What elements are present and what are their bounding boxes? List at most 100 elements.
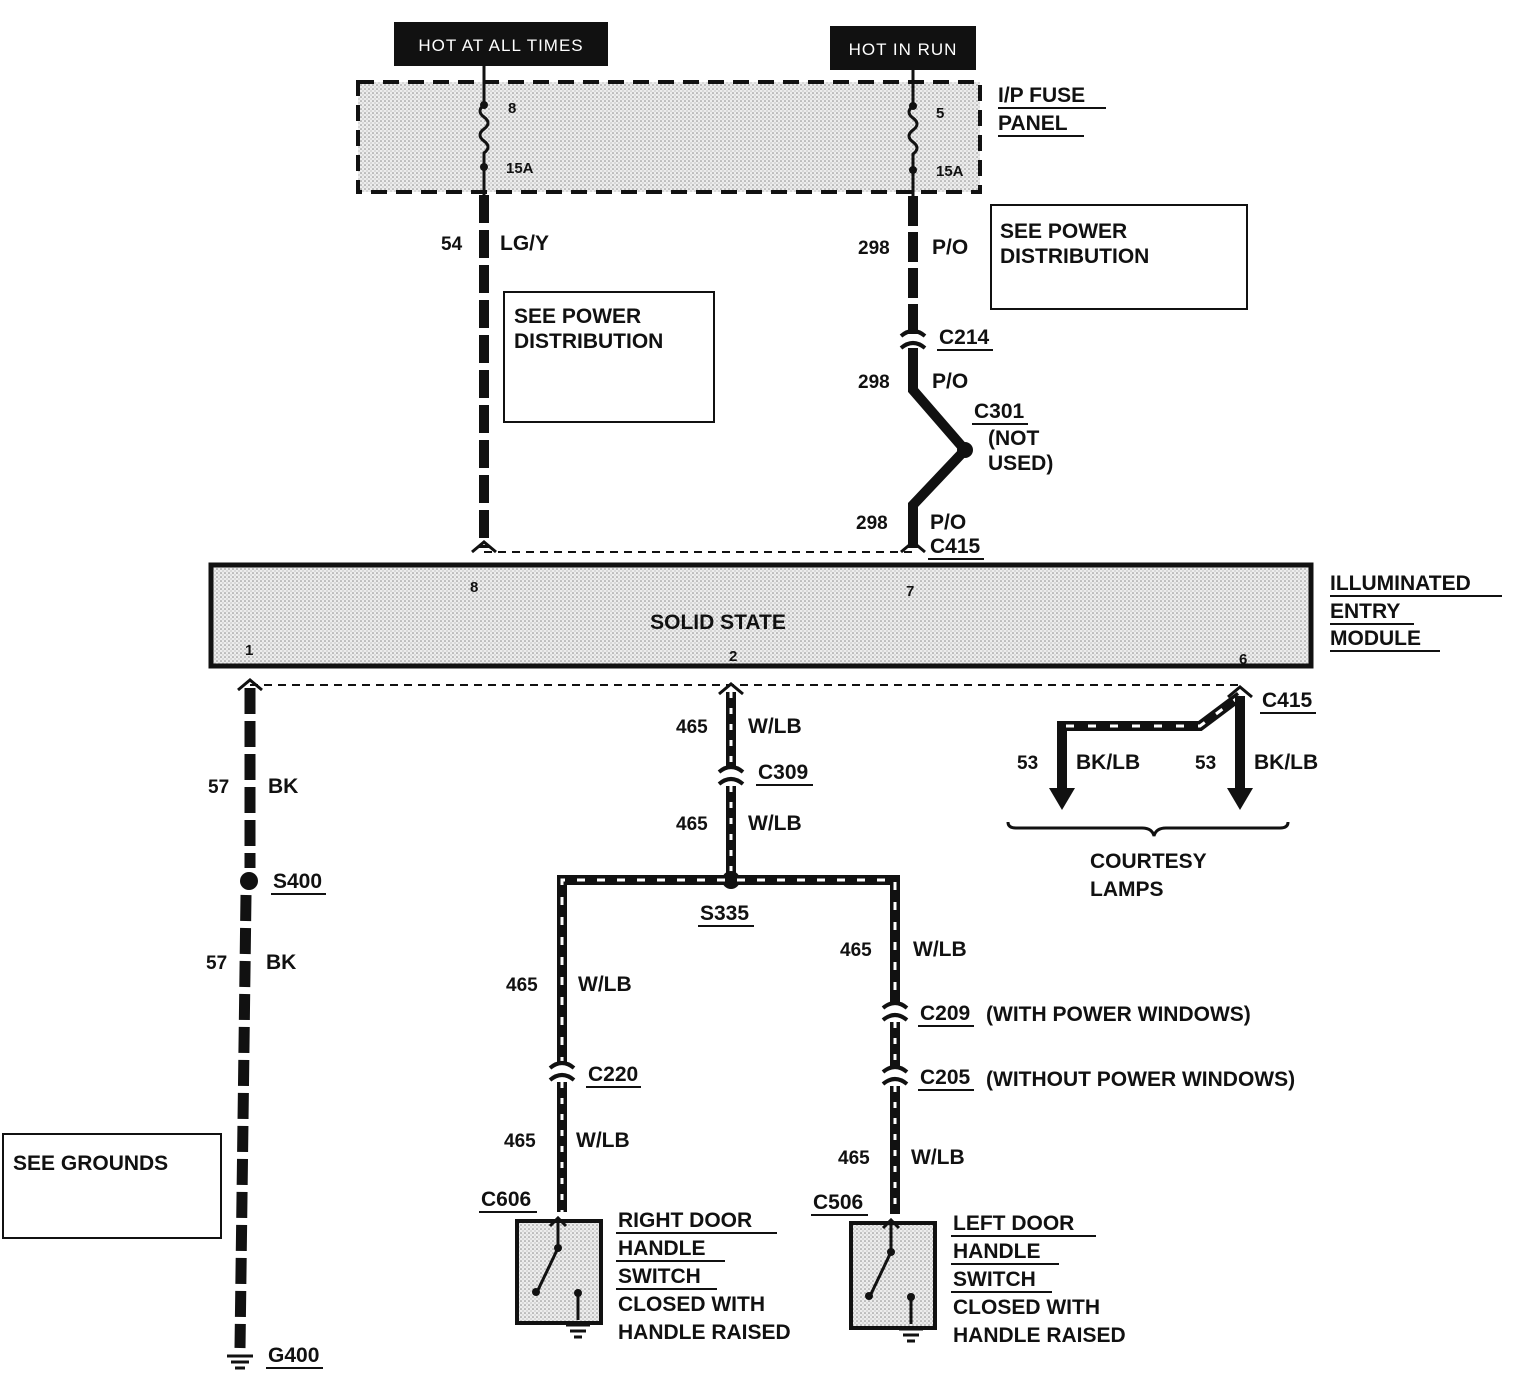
svg-text:465: 465: [504, 1131, 536, 1152]
svg-text:465: 465: [506, 975, 538, 996]
svg-text:G400: G400: [268, 1344, 319, 1367]
fuse-8-icon: [478, 66, 490, 195]
svg-text:C301: C301: [974, 400, 1025, 423]
svg-text:C606: C606: [481, 1188, 531, 1211]
svg-text:CLOSED WITH: CLOSED WITH: [953, 1296, 1100, 1319]
svg-text:USED): USED): [988, 452, 1053, 475]
svg-text:W/LB: W/LB: [913, 938, 967, 961]
svg-text:DISTRIBUTION: DISTRIBUTION: [1000, 245, 1149, 268]
svg-text:P/O: P/O: [932, 370, 968, 393]
svg-text:RIGHT DOOR: RIGHT DOOR: [618, 1209, 752, 1232]
svg-text:C220: C220: [588, 1063, 638, 1086]
svg-text:HANDLE RAISED: HANDLE RAISED: [618, 1321, 791, 1344]
svg-text:(NOT: (NOT: [988, 427, 1039, 450]
connector-c220-icon: [548, 1061, 576, 1082]
svg-text:57: 57: [206, 953, 227, 974]
wire-465-right-door: 465 W/LB C220 465 W/LB C606: [479, 973, 641, 1213]
svg-text:C209: C209: [920, 1002, 970, 1025]
svg-text:298: 298: [858, 372, 890, 393]
svg-text:HOT AT ALL TIMES: HOT AT ALL TIMES: [418, 36, 583, 55]
svg-text:ENTRY: ENTRY: [1330, 600, 1400, 623]
wire-57: 57 BK S400 57 BK G400: [206, 678, 326, 1370]
svg-text:SEE POWER: SEE POWER: [514, 305, 641, 328]
wire-54: 54 LG/Y: [441, 195, 549, 554]
svg-text:(WITHOUT POWER WINDOWS): (WITHOUT POWER WINDOWS): [986, 1068, 1295, 1091]
svg-text:HOT IN RUN: HOT IN RUN: [849, 40, 958, 59]
fuse-panel-title: I/P FUSE: [998, 84, 1085, 107]
svg-text:MODULE: MODULE: [1330, 627, 1421, 650]
svg-text:LAMPS: LAMPS: [1090, 878, 1164, 901]
svg-text:HANDLE: HANDLE: [618, 1237, 706, 1260]
wire-53: C415 53 BK/LB 53 BK/LB COURTESY LAMPS: [1006, 685, 1318, 901]
svg-text:W/LB: W/LB: [748, 715, 802, 738]
svg-text:S335: S335: [700, 902, 749, 925]
svg-text:C415: C415: [1262, 689, 1313, 712]
svg-text:CLOSED WITH: CLOSED WITH: [618, 1293, 765, 1316]
svg-text:P/O: P/O: [930, 511, 966, 534]
module-title: ILLUMINATED: [1330, 572, 1471, 595]
svg-text:5: 5: [936, 105, 944, 122]
svg-text:8: 8: [508, 100, 516, 117]
svg-text:SEE GROUNDS: SEE GROUNDS: [13, 1152, 168, 1175]
wire-465-trunk: 465 W/LB C309 465 W/LB S335: [557, 682, 900, 1065]
left-door-handle-switch: LEFT DOOR HANDLE SWITCH CLOSED WITH HAND…: [849, 1212, 1126, 1347]
svg-text:(WITH POWER WINDOWS): (WITH POWER WINDOWS): [986, 1003, 1251, 1026]
svg-text:C309: C309: [758, 761, 808, 784]
svg-text:C506: C506: [813, 1191, 863, 1214]
wire-465-left-door: 465 W/LB C209 (WITH POWER WINDOWS) C205 …: [811, 938, 1295, 1216]
connector-c214-icon: [899, 329, 927, 350]
wire-298: 298 P/O C214 298 P/O C301 (NOT USED) 298…: [856, 196, 1053, 560]
svg-text:BK: BK: [266, 951, 296, 974]
arrow-down-icon: [1049, 788, 1075, 810]
svg-text:8: 8: [470, 579, 478, 596]
svg-text:C415: C415: [930, 535, 981, 558]
see-power-distribution-note: SEE POWER DISTRIBUTION: [990, 204, 1248, 310]
arrow-down-icon: [1227, 788, 1253, 810]
svg-text:15A: 15A: [936, 163, 964, 180]
svg-text:BK/LB: BK/LB: [1254, 751, 1318, 774]
svg-text:53: 53: [1017, 753, 1038, 774]
svg-text:P/O: P/O: [932, 236, 968, 259]
svg-text:298: 298: [858, 238, 890, 259]
svg-text:PANEL: PANEL: [998, 112, 1068, 135]
hot-at-all-times-label: HOT AT ALL TIMES: [394, 22, 608, 66]
svg-text:15A: 15A: [506, 160, 534, 177]
svg-text:54: 54: [441, 234, 463, 255]
svg-text:465: 465: [840, 940, 872, 961]
svg-text:SWITCH: SWITCH: [953, 1268, 1036, 1291]
svg-text:LG/Y: LG/Y: [500, 232, 549, 255]
svg-text:HANDLE RAISED: HANDLE RAISED: [953, 1324, 1126, 1347]
ground-g400-icon: [227, 1354, 253, 1370]
svg-text:465: 465: [838, 1148, 870, 1169]
svg-text:W/LB: W/LB: [911, 1146, 965, 1169]
svg-text:7: 7: [906, 583, 914, 600]
courtesy-lamps-label: COURTESY: [1090, 850, 1207, 873]
svg-text:HANDLE: HANDLE: [953, 1240, 1041, 1263]
svg-text:W/LB: W/LB: [576, 1129, 630, 1152]
svg-text:LEFT DOOR: LEFT DOOR: [953, 1212, 1074, 1235]
fuse-5-icon: [907, 70, 919, 196]
svg-text:C205: C205: [920, 1066, 971, 1089]
splice-s400-icon: [240, 872, 258, 890]
connector-c209-icon: [881, 1001, 909, 1022]
see-power-distribution-note: SEE POWER DISTRIBUTION: [503, 291, 715, 423]
right-door-handle-switch: RIGHT DOOR HANDLE SWITCH CLOSED WITH HAN…: [515, 1209, 791, 1344]
connector-c301-icon: [957, 442, 973, 458]
module-solid-state: SOLID STATE: [650, 611, 786, 634]
illuminated-entry-module: SOLID STATE 8 7 1 2 6 ILLUMINATED ENTRY …: [208, 562, 1502, 669]
svg-text:465: 465: [676, 717, 708, 738]
svg-text:57: 57: [208, 777, 229, 798]
hot-in-run-label: HOT IN RUN: [830, 26, 976, 70]
svg-text:BK/LB: BK/LB: [1076, 751, 1140, 774]
courtesy-lamps-bracket: [1006, 821, 1290, 837]
see-grounds-note: SEE GROUNDS: [2, 1133, 222, 1239]
connector-c205-icon: [881, 1065, 909, 1086]
svg-text:6: 6: [1239, 651, 1247, 668]
svg-text:W/LB: W/LB: [748, 812, 802, 835]
svg-text:53: 53: [1195, 753, 1216, 774]
svg-text:DISTRIBUTION: DISTRIBUTION: [514, 330, 663, 353]
svg-text:298: 298: [856, 513, 888, 534]
connector-c309-icon: [717, 765, 745, 786]
svg-text:W/LB: W/LB: [578, 973, 632, 996]
